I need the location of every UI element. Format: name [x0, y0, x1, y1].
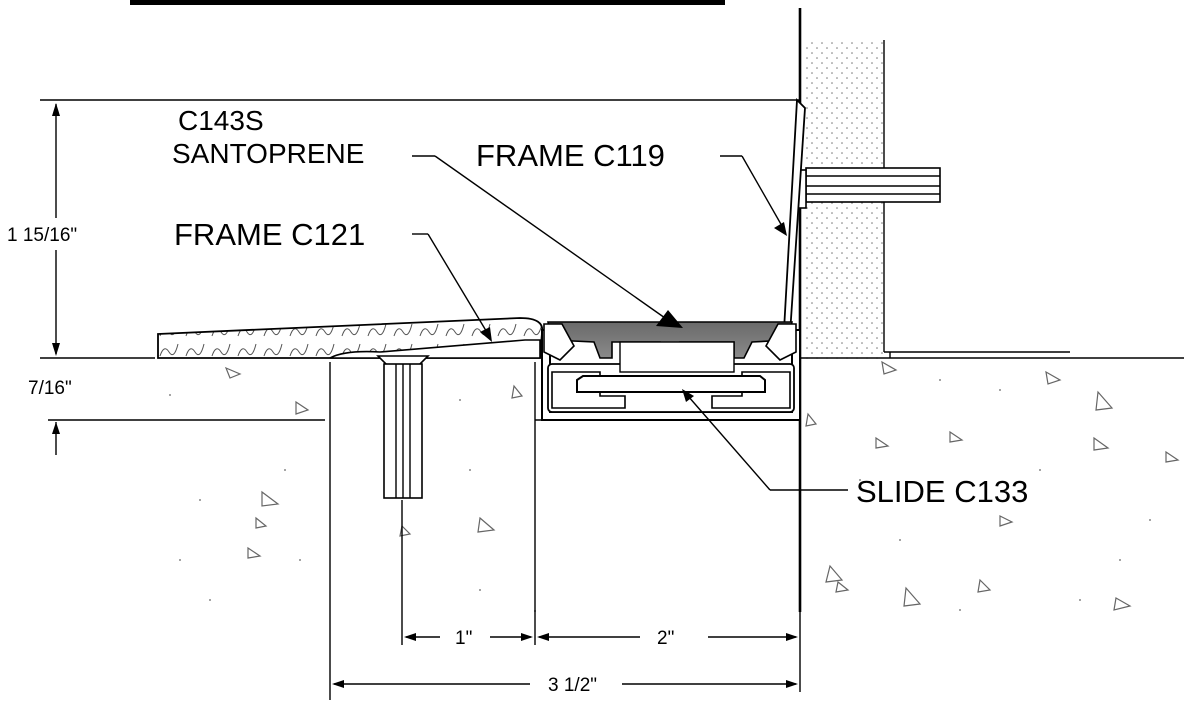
- dimension-lines: [40, 99, 801, 692]
- label-c143s: C143S: [178, 105, 264, 136]
- dim-width-two: 2": [657, 628, 674, 649]
- dim-height-total: 1 15/16": [7, 225, 77, 246]
- anchor-bolt: [376, 355, 430, 499]
- pocket: [329, 362, 536, 700]
- label-frame-c119: FRAME C119: [476, 138, 665, 173]
- label-frame-c121: FRAME C121: [174, 217, 365, 252]
- frame-c121-ramp: [157, 317, 544, 359]
- dim-width-total: 3 1/2": [548, 675, 597, 696]
- leader-lines: [412, 155, 848, 491]
- dim-height-lower: 7/16": [28, 378, 72, 399]
- label-santoprene: SANTOPRENE: [172, 138, 364, 169]
- wall-anchor: [795, 167, 941, 209]
- slide-c133: [576, 375, 766, 393]
- wall: [798, 8, 1070, 612]
- aggregate-marks: [224, 360, 1180, 611]
- label-slide-c133: SLIDE C133: [856, 474, 1028, 509]
- aggregate-dots: [169, 379, 1151, 611]
- frame-c119-plate: [783, 97, 806, 336]
- santoprene-seal: [543, 321, 797, 373]
- dim-width-one: 1": [455, 628, 472, 649]
- title-bar: [130, 0, 725, 5]
